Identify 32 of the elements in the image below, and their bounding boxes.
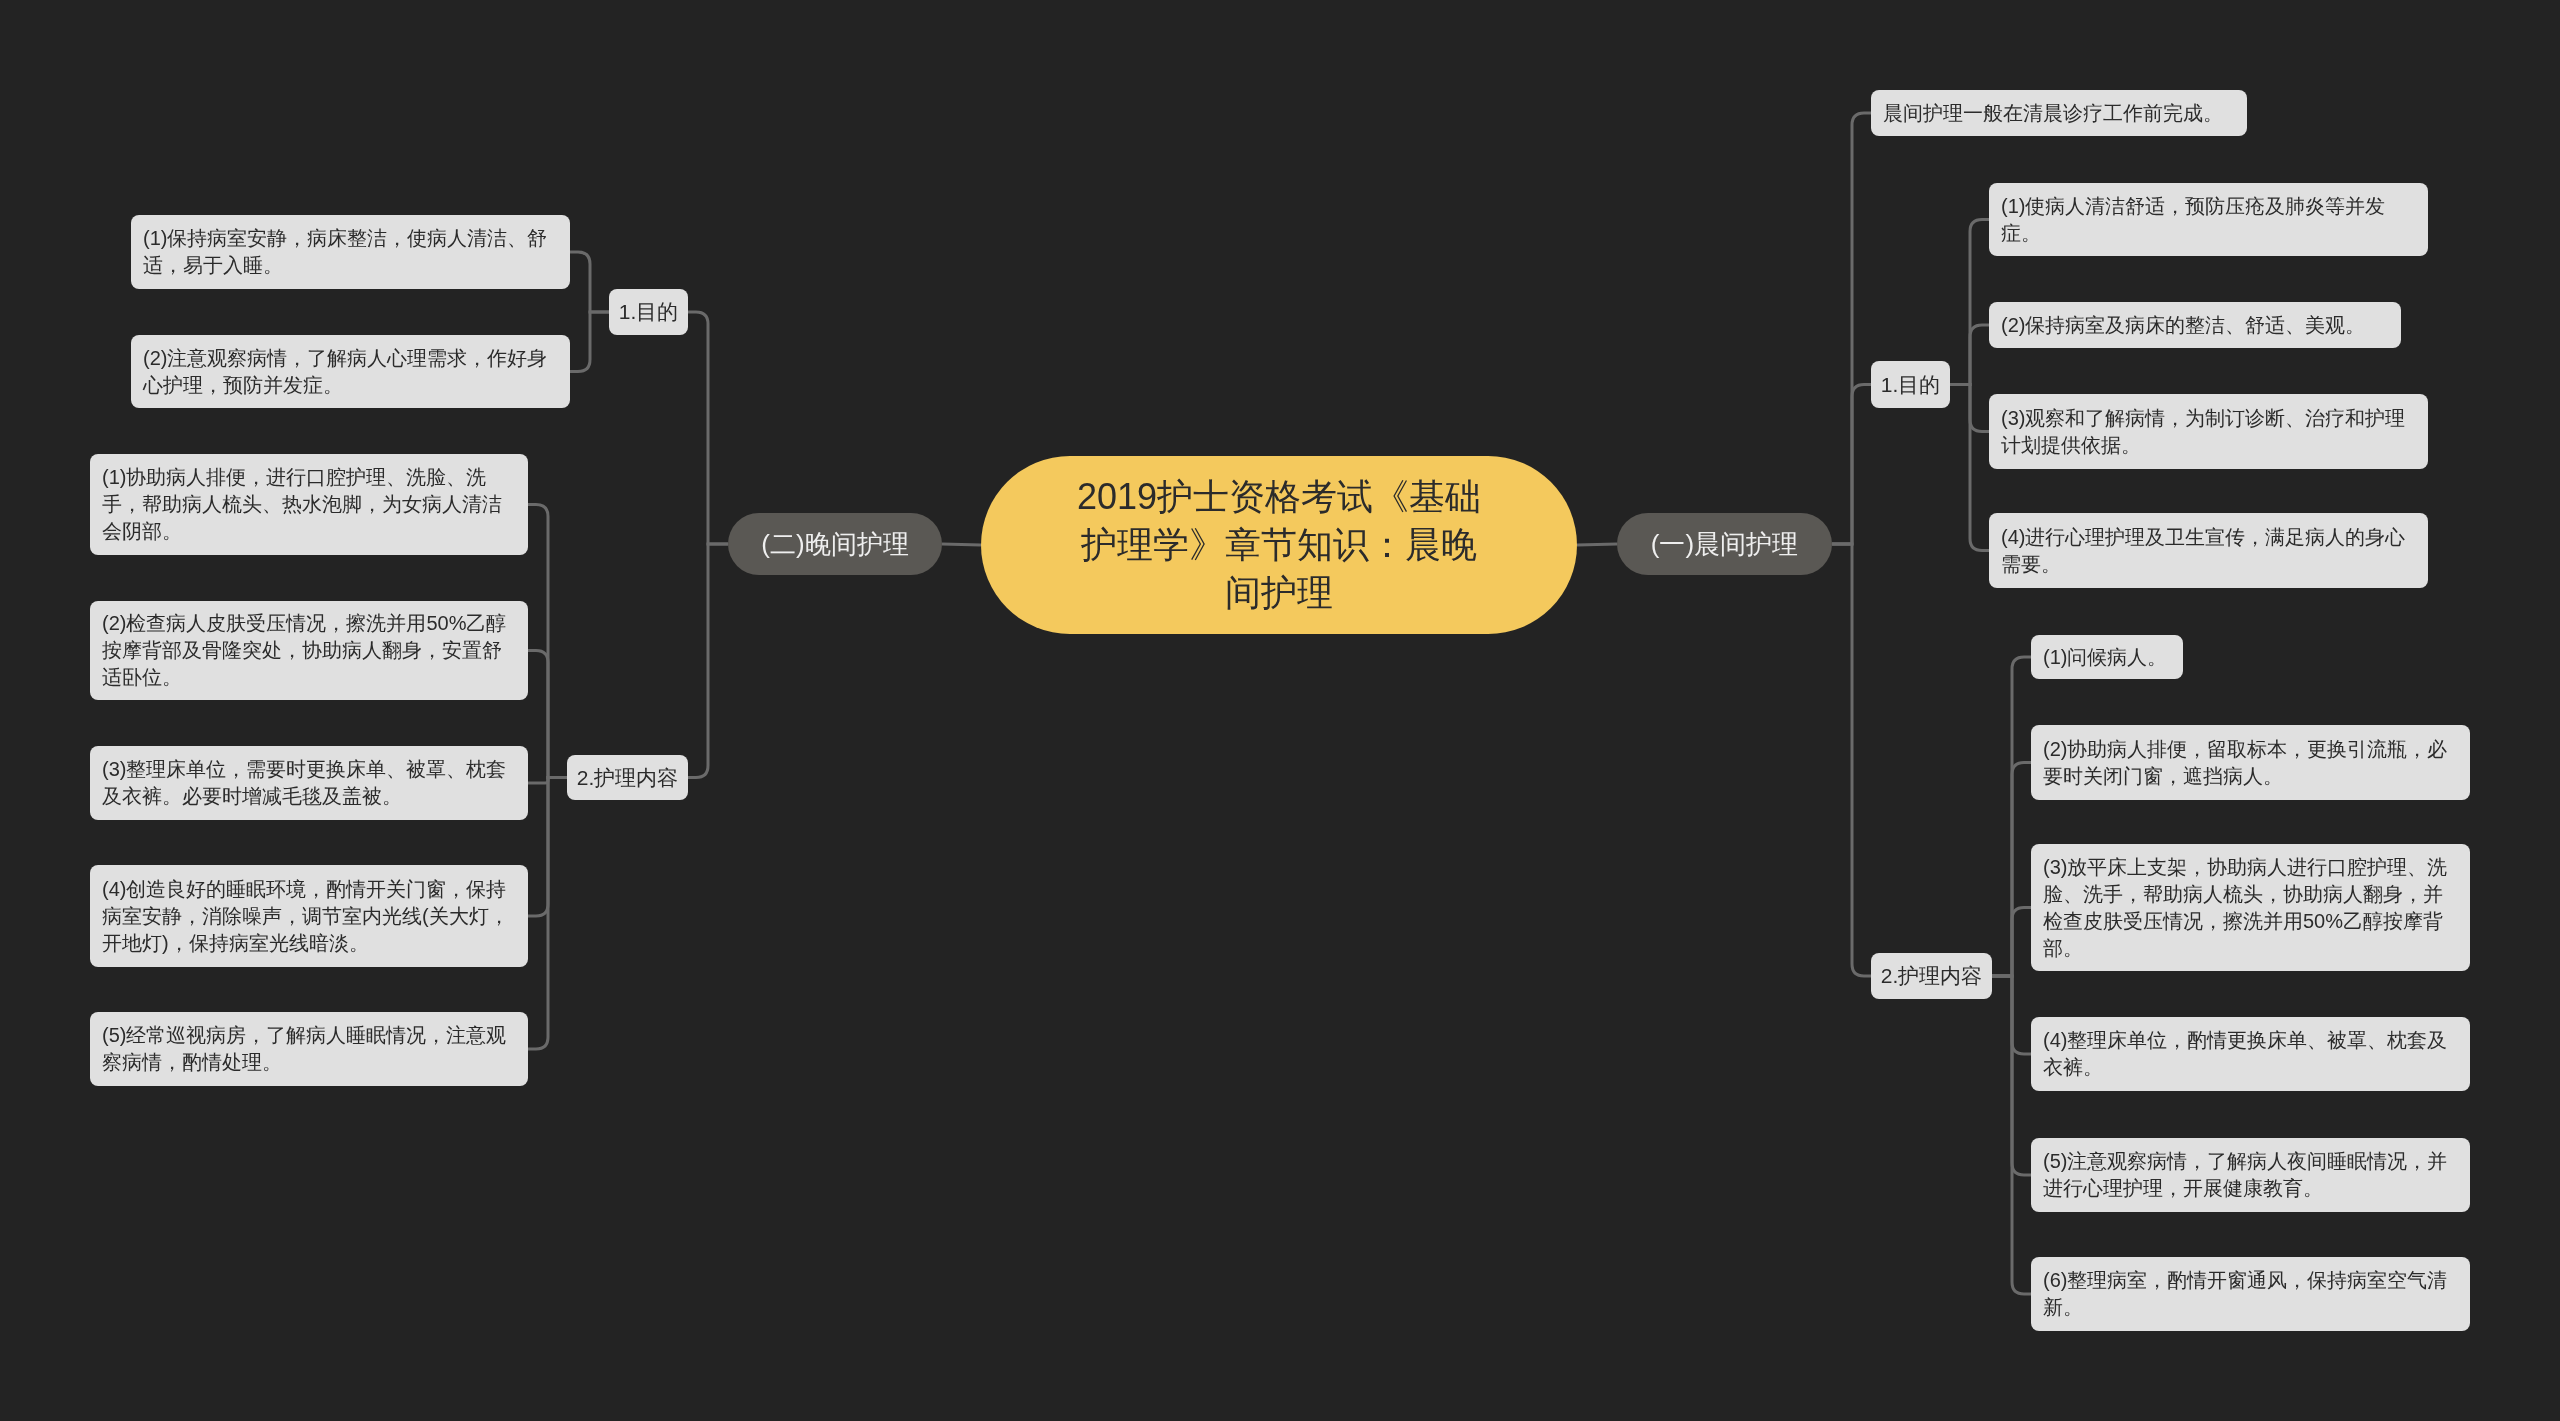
connector-line bbox=[1576, 542, 1618, 547]
connector-line bbox=[1832, 542, 1871, 978]
note-box: (2)注意观察病情，了解病人心理需求，作好身心护理，预防并发症。 bbox=[131, 335, 570, 408]
connector-line bbox=[688, 542, 728, 779]
branch-pill: (二)晚间护理 bbox=[728, 513, 942, 575]
subtopic-box: 1.目的 bbox=[1871, 361, 1950, 408]
subtopic-box: 2.护理内容 bbox=[1871, 953, 1992, 999]
subtopic-box: 2.护理内容 bbox=[567, 755, 688, 800]
subtopic-box: 1.目的 bbox=[609, 289, 688, 335]
note-box: (1)协助病人排便，进行口腔护理、洗脸、洗手，帮助病人梳头、热水泡脚，为女病人清洁会阴部。 bbox=[90, 454, 528, 555]
note-box: (4)进行心理护理及卫生宣传，满足病人的身心需要。 bbox=[1989, 513, 2428, 588]
note-box: (3)观察和了解病情，为制订诊断、治疗和护理计划提供依据。 bbox=[1989, 394, 2428, 469]
note-box: (1)使病人清洁舒适，预防压疮及肺炎等并发症。 bbox=[1989, 183, 2428, 256]
note-box: (1)保持病室安静，病床整洁，使病人清洁、舒适，易于入睡。 bbox=[131, 215, 570, 289]
note-box: (5)注意观察病情，了解病人夜间睡眠情况，并进行心理护理，开展健康教育。 bbox=[2031, 1138, 2470, 1212]
note-box: (6)整理病室，酌情开窗通风，保持病室空气清新。 bbox=[2031, 1257, 2470, 1331]
note-box: (2)协助病人排便，留取标本，更换引流瓶，必要时关闭门窗，遮挡病人。 bbox=[2031, 725, 2470, 800]
note-box: (5)经常巡视病房，了解病人睡眠情况，注意观察病情，酌情处理。 bbox=[90, 1012, 528, 1086]
note-box: (4)创造良好的睡眠环境，酌情开关门窗，保持病室安静，消除噪声，调节室内光线(关大灯，开地灯)，保持病室光线暗淡。 bbox=[90, 865, 528, 967]
connector-line bbox=[941, 542, 982, 547]
note-box: (2)检查病人皮肤受压情况，擦洗并用50%乙醇按摩背部及骨隆突处，协助病人翻身，安置舒适卧位。 bbox=[90, 601, 528, 700]
topic-pill: 2019护士资格考试《基础护理学》章节知识：晨晚间护理 bbox=[981, 456, 1577, 634]
branch-pill: (一)晨间护理 bbox=[1617, 513, 1832, 575]
note-box: (2)保持病室及病床的整洁、舒适、美观。 bbox=[1989, 302, 2401, 348]
connector-line bbox=[1992, 974, 2031, 1296]
connector-line bbox=[570, 310, 609, 373]
note-box: (3)整理床单位，需要时更换床单、被罩、枕套及衣裤。必要时增减毛毯及盖被。 bbox=[90, 746, 528, 820]
note-box: (3)放平床上支架，协助病人进行口腔护理、洗脸、洗手，帮助病人梳头，协助病人翻身，并检查皮肤受压情况，擦洗并用50%乙醇按摩背部。 bbox=[2031, 844, 2470, 971]
note-box: (1)问候病人。 bbox=[2031, 635, 2183, 679]
note-box: (4)整理床单位，酌情更换床单、被罩、枕套及衣裤。 bbox=[2031, 1017, 2470, 1091]
connector-line bbox=[528, 776, 567, 1051]
note-box: 晨间护理一般在清晨诊疗工作前完成。 bbox=[1871, 90, 2247, 136]
